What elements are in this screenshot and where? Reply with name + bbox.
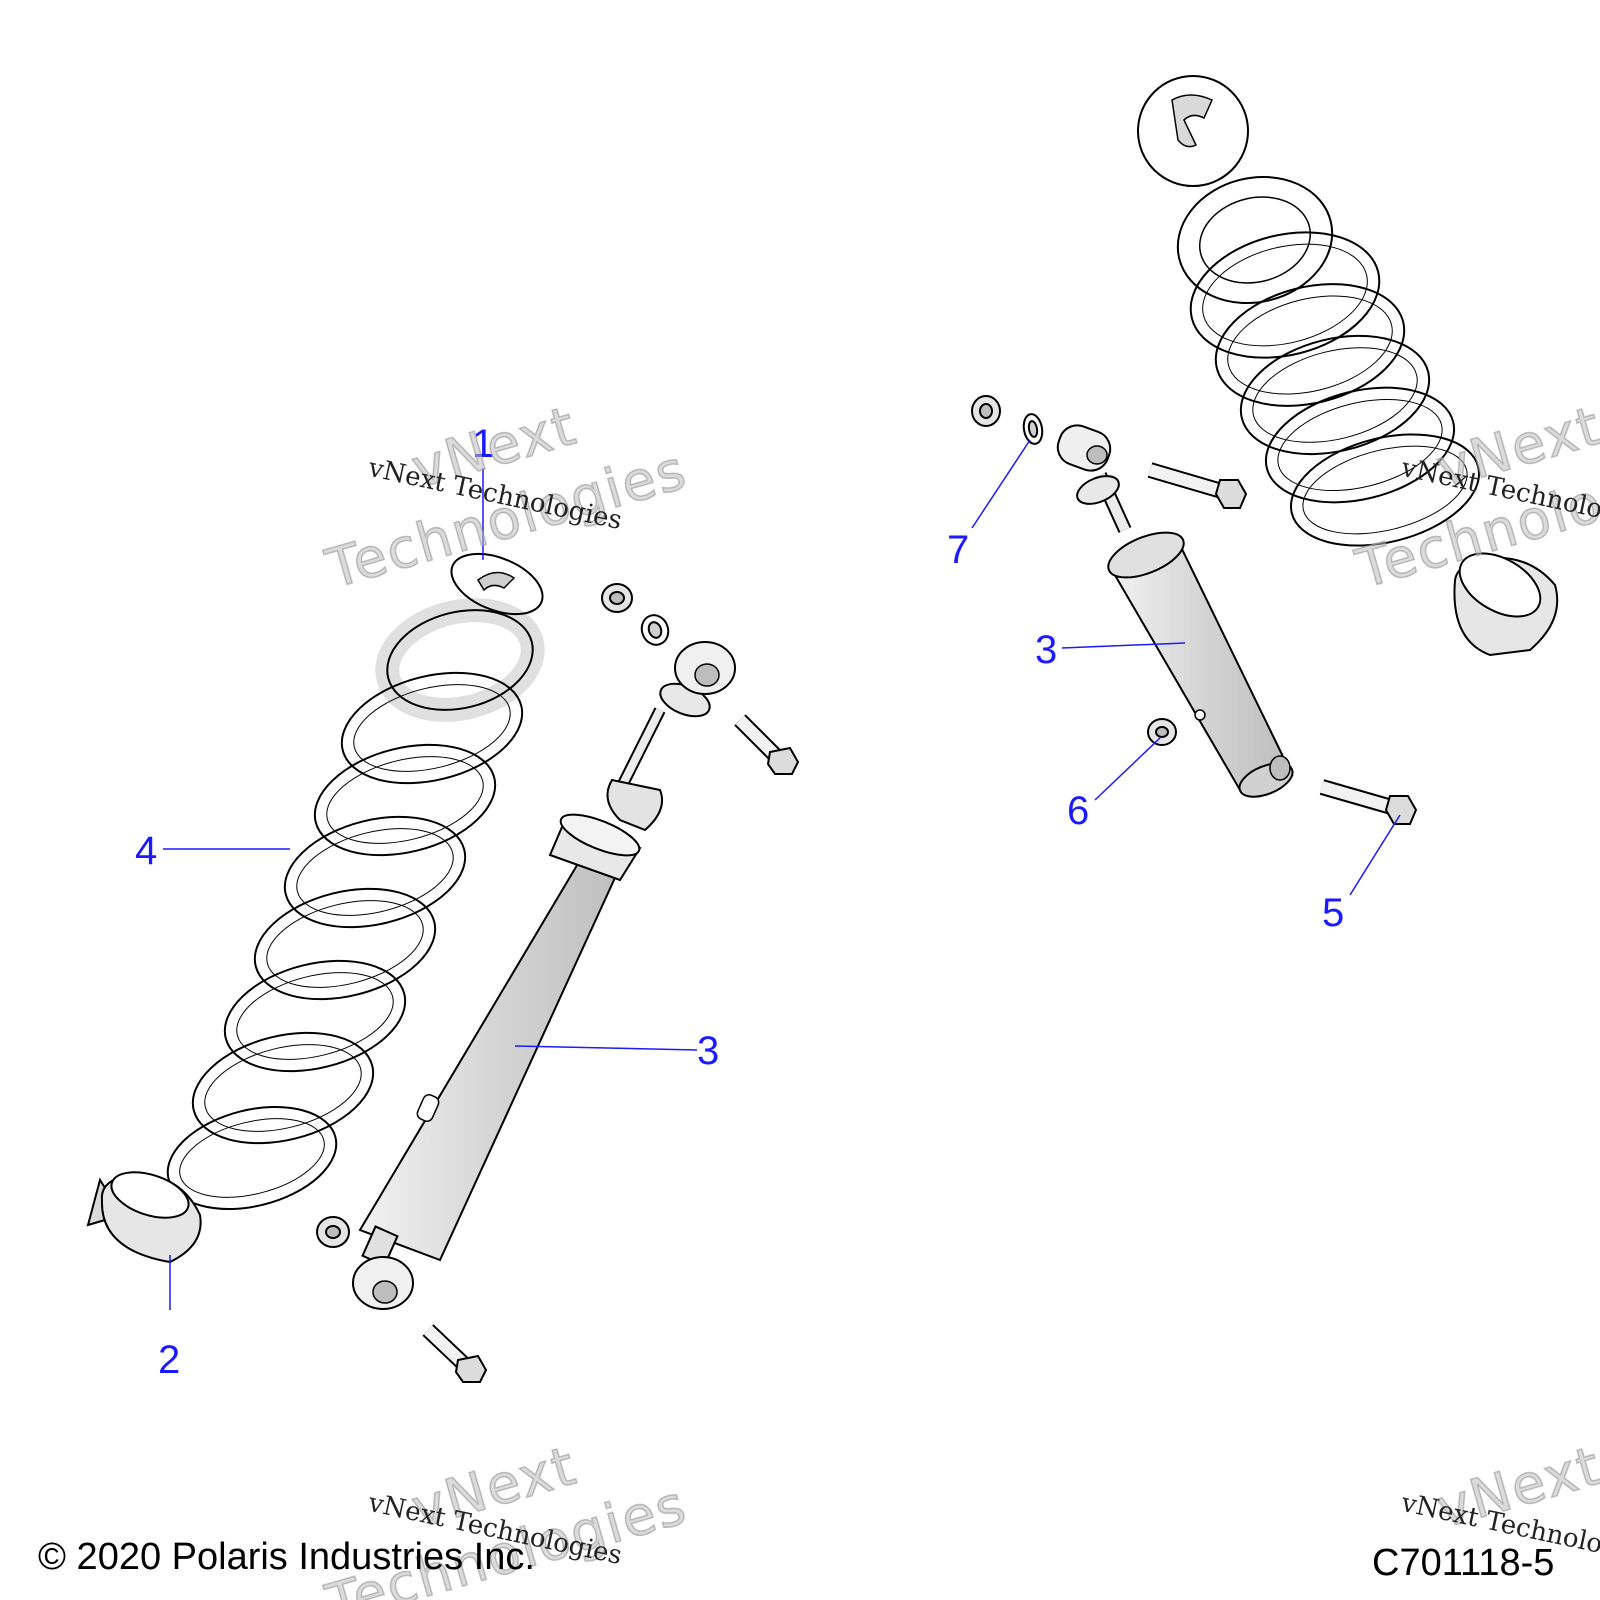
- coil-spring-right: [1176, 175, 1480, 547]
- hardware-left: [316, 583, 800, 1383]
- callout-2: 2: [158, 1338, 181, 1382]
- top-retainer-washer-right: [1137, 75, 1249, 187]
- callout-5: 5: [1322, 891, 1345, 935]
- callout-1: 1: [472, 422, 495, 466]
- callout-7: 7: [947, 528, 970, 572]
- hardware-right: [971, 395, 1418, 825]
- figure-code: C701118-5: [1372, 1542, 1555, 1584]
- spring-seat-right: [1453, 552, 1559, 657]
- shock-absorber-left: [352, 641, 736, 1310]
- shock-absorber-right: [1056, 424, 1294, 798]
- copyright-text: © 2020 Polaris Industries Inc.: [38, 1536, 535, 1578]
- callout-3-right: 3: [1035, 628, 1058, 672]
- callout-4: 4: [135, 829, 158, 873]
- top-retainer-washer-left: [450, 552, 544, 616]
- leader-lines-left: [163, 468, 698, 1310]
- leader-lines-right: [971, 439, 1401, 896]
- callout-6: 6: [1067, 789, 1090, 833]
- spring-seat-left: [86, 1171, 202, 1264]
- callout-3-left: 3: [697, 1029, 720, 1073]
- coil-spring-left: [166, 598, 545, 1211]
